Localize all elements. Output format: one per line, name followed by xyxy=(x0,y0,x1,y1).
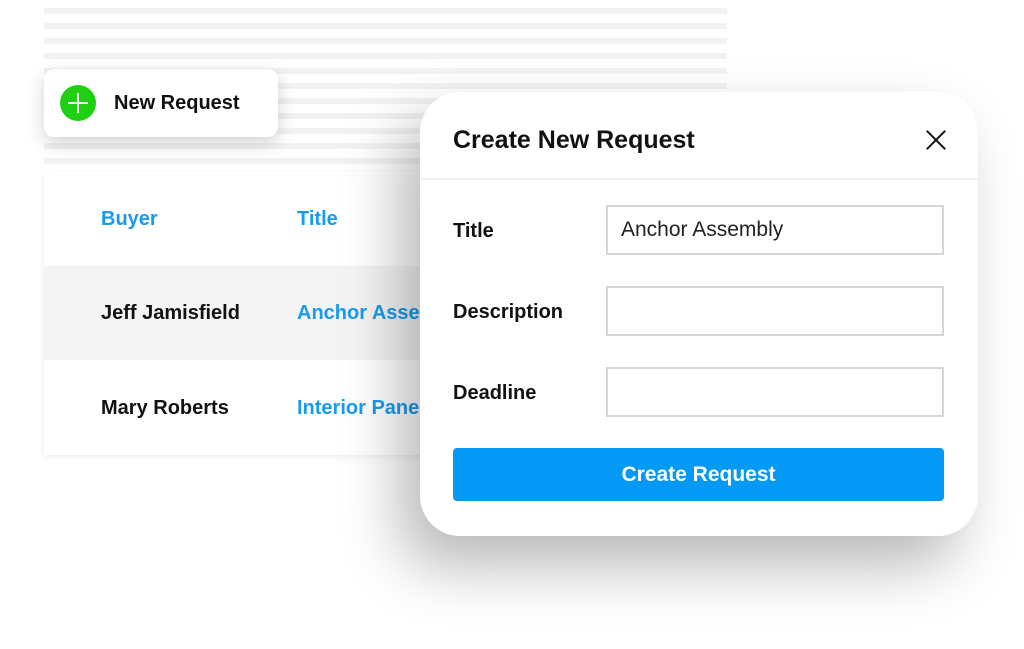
table-row[interactable]: Mary Roberts Interior Pane xyxy=(44,361,727,455)
create-request-modal: Create New Request Title Description Dea… xyxy=(420,92,978,536)
title-label: Title xyxy=(453,220,494,242)
close-icon[interactable] xyxy=(925,129,947,151)
deadline-label: Deadline xyxy=(453,382,537,404)
title-link[interactable]: Interior Pane xyxy=(297,397,420,419)
table-header-row: Buyer Title xyxy=(44,172,727,266)
title-input[interactable] xyxy=(606,205,944,255)
description-label: Description xyxy=(453,301,564,323)
buyer-cell: Jeff Jamisfield xyxy=(101,302,240,324)
new-request-button[interactable]: New Request xyxy=(44,69,278,137)
modal-title: Create New Request xyxy=(453,126,695,154)
title-link[interactable]: Anchor Asse xyxy=(297,302,420,324)
create-request-button[interactable]: Create Request xyxy=(453,448,944,501)
buyer-cell: Mary Roberts xyxy=(101,397,229,419)
modal-header: Create New Request xyxy=(420,92,978,180)
column-header-title[interactable]: Title xyxy=(297,208,338,230)
new-request-label: New Request xyxy=(114,91,240,114)
description-input[interactable] xyxy=(606,286,944,336)
plus-circle-icon xyxy=(60,85,96,121)
column-header-buyer[interactable]: Buyer xyxy=(101,208,158,230)
deadline-input[interactable] xyxy=(606,367,944,417)
